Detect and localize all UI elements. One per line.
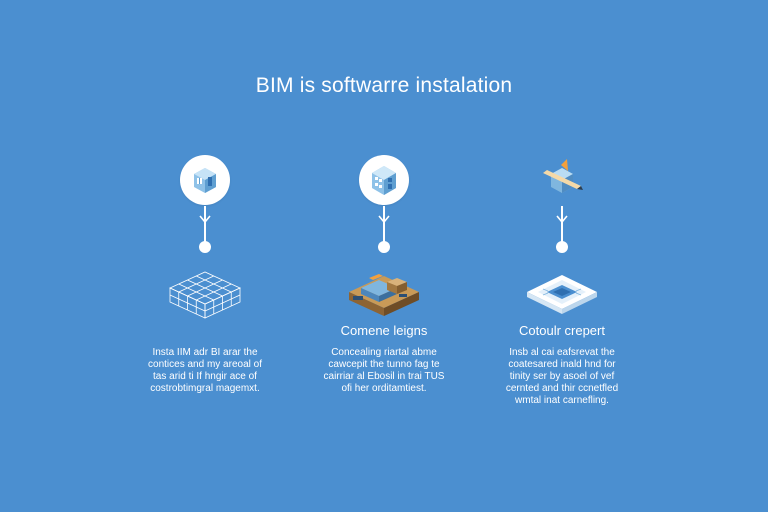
step-3-desc-line: tinity ser by asoel of vef bbox=[509, 371, 615, 382]
step-3-desc-line: coatesared inald hnd for bbox=[508, 359, 616, 370]
chevron-down-icon bbox=[378, 215, 390, 224]
step-2-desc-line: cawcepit the tunno fag te bbox=[328, 359, 440, 370]
step-1-desc-line: costrobtimgral magemxt. bbox=[150, 383, 260, 394]
grid-floor-wireframe-illustration bbox=[169, 271, 241, 319]
step-3-desc-line: Insb al cai eafsrevat the bbox=[509, 347, 615, 358]
step-3-description: Insb al cai eafsrevat the coatesared ina… bbox=[457, 347, 667, 407]
step-2-desc-line: cairriar al Ebosil in trai TUS bbox=[323, 371, 445, 382]
construction-site-illustration bbox=[349, 274, 419, 316]
house-cube-icon bbox=[194, 168, 216, 193]
step-2-node-dot bbox=[378, 241, 390, 253]
step-1-node-dot bbox=[199, 241, 211, 253]
step-1-connector bbox=[204, 206, 206, 242]
step-1: Insta IIM adr BI arar the contices and m… bbox=[90, 150, 320, 430]
step-3-node-dot bbox=[556, 241, 568, 253]
step-2: Comene leigns Concealing riartal abme ca… bbox=[269, 150, 499, 430]
step-3-connector bbox=[561, 206, 563, 242]
step-1-description: Insta IIM adr BI arar the contices and m… bbox=[100, 347, 310, 395]
step-2-desc-line: Concealing riartal abme bbox=[331, 347, 437, 358]
step-3-desc-line: cernted and thir ccnetfled bbox=[505, 383, 619, 394]
step-1-circle bbox=[180, 155, 230, 205]
step-1-desc-line: tas arid ti If hngir ace of bbox=[153, 371, 257, 382]
step-1-desc-line: contices and my areoal of bbox=[148, 359, 262, 370]
step-2-connector bbox=[383, 206, 385, 242]
step-2-circle bbox=[359, 155, 409, 205]
step-2-description: Concealing riartal abme cawcepit the tun… bbox=[279, 347, 489, 395]
step-1-desc-line: Insta IIM adr BI arar the bbox=[152, 347, 258, 358]
chevron-down-icon bbox=[556, 215, 568, 224]
step-2-desc-line: ofi her orditamtiest. bbox=[341, 383, 427, 394]
chip-platform-illustration bbox=[527, 275, 597, 314]
pencil-cube-icon bbox=[543, 159, 583, 193]
step-3-desc-line: wmtal inat carnefling. bbox=[515, 395, 609, 406]
step-2-heading: Comene leigns bbox=[340, 323, 428, 338]
chevron-down-icon bbox=[199, 215, 211, 224]
building-cube-icon bbox=[372, 166, 396, 195]
step-3-heading: Cotoulr crepert bbox=[519, 323, 605, 338]
step-3: Cotoulr crepert Insb al cai eafsrevat th… bbox=[447, 150, 677, 430]
page-title: BIM is softwarre instalation bbox=[255, 74, 513, 97]
